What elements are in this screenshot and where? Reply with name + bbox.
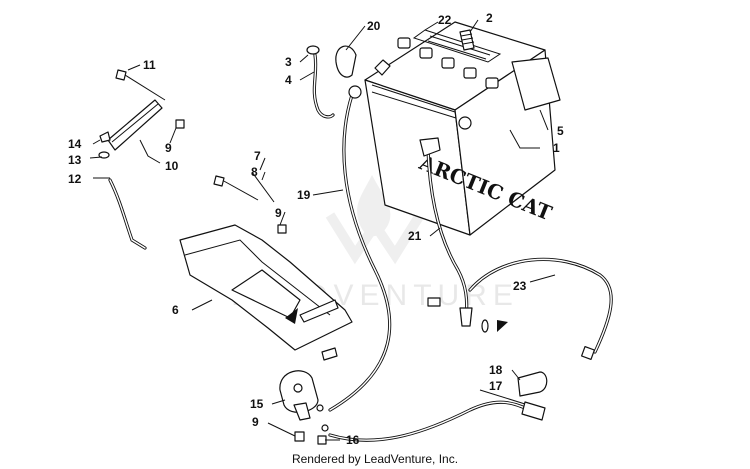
callout-9-solenoid: 9: [252, 415, 259, 429]
callout-16: 16: [346, 433, 360, 447]
footer-credit: Rendered by LeadVenture, Inc.: [291, 452, 459, 466]
callout-11: 11: [143, 58, 156, 72]
callout-3: 3: [285, 55, 292, 69]
cable-21: [419, 137, 473, 327]
battery: ARCTIC CAT: [364, 21, 556, 236]
starter-solenoid: [279, 370, 329, 432]
callout-2: 2: [486, 11, 493, 25]
callout-18: 18: [489, 363, 503, 377]
callout-14: 14: [68, 137, 82, 151]
callout-19: 19: [297, 188, 311, 202]
callout-12: 12: [68, 172, 82, 186]
cable-19: [328, 85, 392, 412]
callout-5: 5: [557, 124, 564, 138]
callout-17: 17: [489, 379, 503, 393]
vent-fitting: [459, 29, 475, 51]
hold-down-strap: [98, 69, 185, 250]
arrow-marker-1: [497, 320, 508, 332]
callout-9-strap: 9: [165, 141, 172, 155]
callout-8: 8: [251, 165, 258, 179]
callout-1: 1: [553, 141, 560, 155]
battery-vent-caps: [397, 37, 499, 89]
cable-23: [468, 257, 613, 361]
callout-10: 10: [165, 159, 179, 173]
callout-21: 21: [408, 229, 422, 243]
vent-tube: [306, 45, 335, 119]
callout-9-bracket: 9: [275, 206, 282, 220]
nut-16: [317, 435, 327, 445]
bracket-bolts: [213, 171, 287, 234]
callout-23: 23: [513, 279, 527, 293]
cable-17: [328, 400, 546, 442]
callout-22: 22: [438, 13, 452, 27]
callout-7: 7: [254, 149, 261, 163]
callout-6: 6: [172, 303, 179, 317]
terminal-boot: [335, 45, 357, 78]
callout-20: 20: [367, 19, 381, 33]
battery-pad: [511, 57, 561, 111]
bolt-9-lower: [294, 431, 305, 442]
callout-15: 15: [250, 397, 264, 411]
callout-13: 13: [68, 153, 82, 167]
callouts: 1 2 3 4 5 6 7 8 9 9 9 10 11 12 13 14 15 …: [68, 11, 564, 447]
arrow-marker-2: [285, 308, 298, 324]
callout-4: 4: [285, 73, 292, 87]
ground-hardware: [427, 297, 508, 333]
battery-bracket: [179, 224, 353, 361]
leader-lines: [89, 19, 556, 441]
cable-boot: [517, 371, 548, 397]
